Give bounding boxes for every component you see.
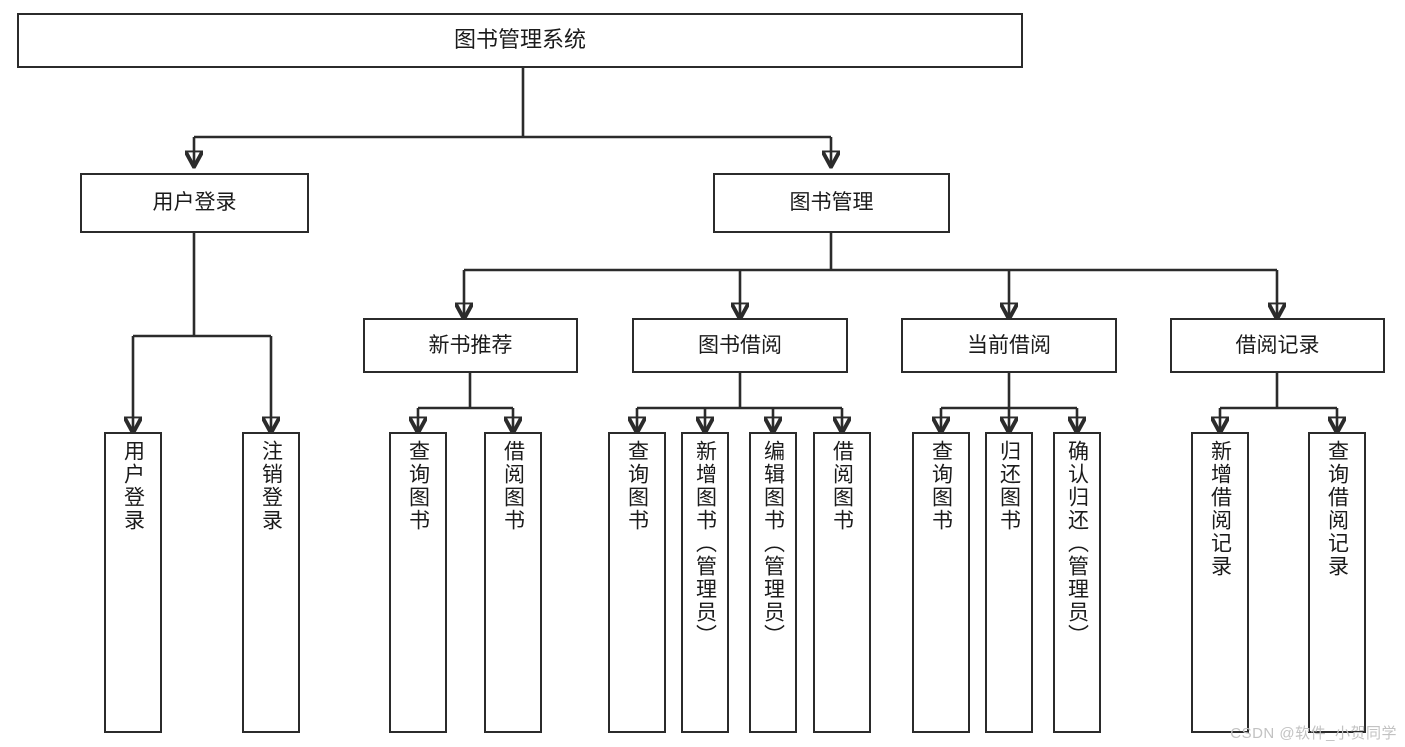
node-label: 编辑图书（管理员） xyxy=(761,440,785,647)
node-label: 查询图书 xyxy=(406,440,430,532)
node-label: 归还图书 xyxy=(997,440,1021,532)
leaf-return-book[interactable]: 归还图书 xyxy=(985,432,1033,733)
node-root-system[interactable]: 图书管理系统 xyxy=(17,13,1023,68)
node-label: 新增图书（管理员） xyxy=(693,440,717,647)
node-label: 新书推荐 xyxy=(428,333,513,357)
node-current-borrow[interactable]: 当前借阅 xyxy=(901,318,1117,373)
node-label: 借阅记录 xyxy=(1235,333,1320,357)
node-label: 借阅图书 xyxy=(830,440,854,532)
node-label: 注销登录 xyxy=(259,440,283,532)
leaf-confirm-return-admin[interactable]: 确认归还（管理员） xyxy=(1053,432,1101,733)
node-label: 查询图书 xyxy=(929,440,953,532)
node-user-login[interactable]: 用户登录 xyxy=(80,173,309,233)
node-label: 新增借阅记录 xyxy=(1208,440,1232,578)
node-label: 查询图书 xyxy=(625,440,649,532)
node-label: 图书管理 xyxy=(789,191,874,215)
node-book-management[interactable]: 图书管理 xyxy=(713,173,950,233)
leaf-query-book-recommend[interactable]: 查询图书 xyxy=(389,432,447,733)
leaf-add-book-admin[interactable]: 新增图书（管理员） xyxy=(681,432,729,733)
leaf-borrow-book-recommend[interactable]: 借阅图书 xyxy=(484,432,542,733)
leaf-edit-book-admin[interactable]: 编辑图书（管理员） xyxy=(749,432,797,733)
leaf-add-borrow-record[interactable]: 新增借阅记录 xyxy=(1191,432,1249,733)
node-label: 当前借阅 xyxy=(967,333,1051,357)
node-label: 图书管理系统 xyxy=(453,27,586,53)
leaf-query-borrow-record[interactable]: 查询借阅记录 xyxy=(1308,432,1366,733)
leaf-logout[interactable]: 注销登录 xyxy=(242,432,300,733)
leaf-user-login[interactable]: 用户登录 xyxy=(104,432,162,733)
leaf-query-book-borrow[interactable]: 查询图书 xyxy=(608,432,666,733)
node-label: 借阅图书 xyxy=(501,440,525,532)
node-label: 查询借阅记录 xyxy=(1325,440,1349,578)
node-new-book-recommend[interactable]: 新书推荐 xyxy=(363,318,578,373)
node-book-borrow[interactable]: 图书借阅 xyxy=(632,318,848,373)
node-label: 用户登录 xyxy=(152,191,237,215)
node-label: 用户登录 xyxy=(121,440,145,532)
node-label: 确认归还（管理员） xyxy=(1065,440,1089,647)
leaf-query-book-current[interactable]: 查询图书 xyxy=(912,432,970,733)
node-borrow-record[interactable]: 借阅记录 xyxy=(1170,318,1385,373)
leaf-borrow-book[interactable]: 借阅图书 xyxy=(813,432,871,733)
node-label: 图书借阅 xyxy=(698,333,782,357)
